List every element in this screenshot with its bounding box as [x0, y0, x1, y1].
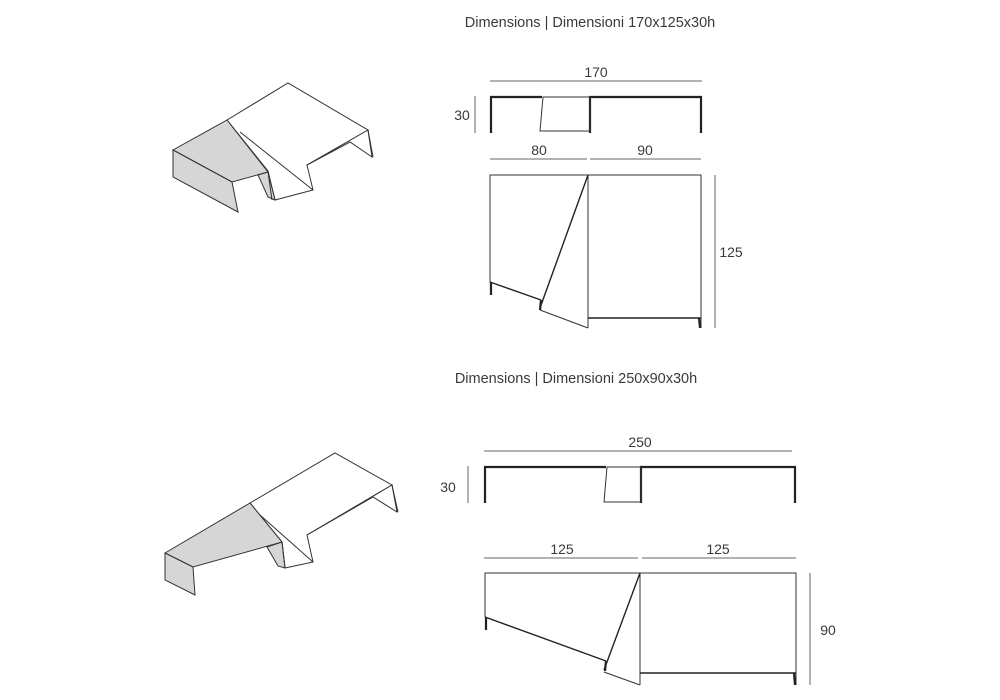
side-elevation: 250 30: [440, 434, 797, 503]
dim-depth: 90: [820, 622, 836, 638]
plan-view: 80 90 125: [489, 142, 743, 329]
section-250x90x30: Dimensions | Dimensioni 250x90x30h 250 3…: [163, 371, 836, 686]
dim-height: 30: [454, 107, 470, 123]
section-170x125x30: Dimensions | Dimensioni 170x125x30h 170 …: [171, 15, 743, 329]
dim-total-width: 170: [584, 64, 608, 80]
isometric-view: [171, 82, 374, 213]
plan-view: 125 125 90: [484, 541, 836, 686]
isometric-view: [163, 452, 399, 596]
dim-right-width: 125: [706, 541, 730, 557]
section-title: Dimensions | Dimensioni 170x125x30h: [465, 15, 715, 31]
side-elevation: 170 30: [454, 64, 703, 133]
dim-right-width: 90: [637, 142, 653, 158]
dim-depth: 125: [719, 244, 743, 260]
dim-total-width: 250: [628, 434, 652, 450]
section-title: Dimensions | Dimensioni 250x90x30h: [455, 371, 697, 387]
dim-left-width: 80: [531, 142, 547, 158]
dim-height: 30: [440, 479, 456, 495]
dim-left-width: 125: [550, 541, 574, 557]
